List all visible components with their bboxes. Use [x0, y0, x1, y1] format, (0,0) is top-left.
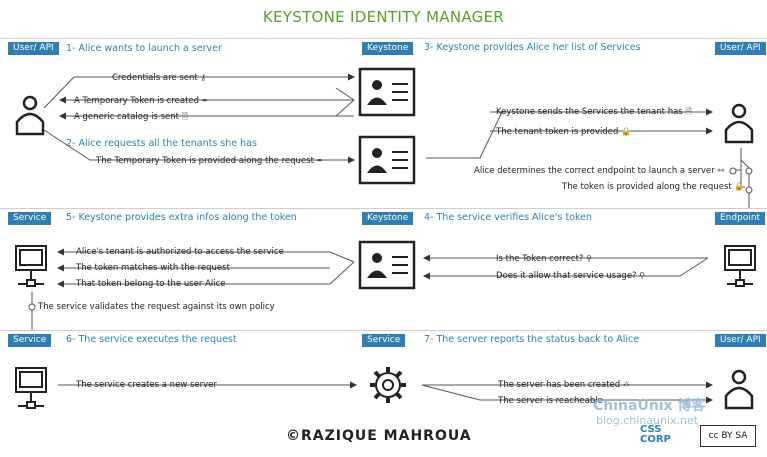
divider-top: [0, 38, 767, 39]
message-server-created: The server has been created ☼: [498, 380, 631, 390]
tag-user-api-2: User/ API: [715, 42, 766, 55]
copyright: ©RAZIQUE MAHROUA: [286, 428, 472, 444]
message-temp-token-created: A Temporary Token is created ✒: [74, 96, 209, 106]
search-icon: ⚲: [586, 254, 593, 263]
message-tenant-token: The tenant token is provided 🔒: [496, 127, 632, 137]
message-token-correct: Is the Token correct? ⚲: [496, 254, 593, 264]
keystone-card-icon: [358, 135, 416, 185]
lock-icon: 🔒: [734, 182, 745, 191]
tag-service-3: Service: [362, 334, 406, 347]
tag-service-2: Service: [8, 334, 52, 347]
lock-icon: 🔒: [621, 127, 632, 136]
message-service-usage: Does it allow that service usage? ⚲: [496, 271, 646, 281]
tag-endpoint: Endpoint: [715, 212, 766, 225]
message-credentials-sent: Credentials are sent ⚷: [112, 73, 207, 83]
tag-service-1: Service: [8, 212, 52, 225]
computer-icon: [724, 245, 756, 287]
sun-icon: ☼: [622, 380, 631, 389]
keystone-card-icon: [358, 67, 416, 117]
user-icon: [724, 103, 754, 144]
message-token-matches: The token matches with the request: [76, 263, 230, 273]
message-endpoint: Alice determines the correct endpoint to…: [474, 166, 725, 176]
step-6: 6- The service executes the request: [66, 334, 237, 345]
divider-mid-2: [0, 330, 767, 331]
gear-icon: [370, 367, 406, 403]
message-token-belongs: That token belong to the user Alice: [76, 279, 226, 289]
computer-icon: [15, 367, 47, 409]
computer-icon: [15, 245, 47, 287]
message-tenant-authorized: Alice's tenant is authorized to access t…: [76, 247, 284, 257]
message-creates-server: The service creates a new server: [76, 380, 217, 390]
user-icon: [15, 95, 45, 136]
creative-commons-logo: cc BY SA: [700, 425, 756, 447]
tag-user-api-3: User/ API: [715, 334, 766, 347]
step-7: 7- The server reports the status back to…: [424, 334, 640, 345]
message-temp-token-provided: The Temporary Token is provided along th…: [96, 156, 324, 166]
pen-icon: ✒: [316, 156, 324, 165]
message-server-reachable: The server is reacheable: [498, 396, 603, 406]
step-3: 3- Keystone provides Alice her list of S…: [424, 42, 641, 53]
search-icon: ⚲: [639, 271, 646, 280]
user-icon: [724, 369, 754, 410]
key-icon: ⚷: [200, 73, 207, 82]
document-icon: 🗎: [181, 112, 189, 121]
css-corp-logo: CSS CORP: [640, 424, 671, 445]
link-icon: ⚯: [717, 166, 725, 175]
document-icon: 🗎: [685, 107, 692, 116]
watermark-url: blog.chinaunix.net: [596, 414, 699, 427]
divider-mid-1: [0, 208, 767, 209]
keystone-card-icon: [358, 240, 416, 290]
message-catalog-sent: A generic catalog is sent 🗎: [74, 112, 189, 122]
step-1: 1- Alice wants to launch a server: [66, 43, 222, 54]
message-services-sent: Keystone sends the Services the tenant h…: [496, 107, 692, 117]
step-4: 4- The service verifies Alice's token: [424, 212, 593, 223]
pen-icon: ✒: [201, 96, 209, 105]
watermark: ChinaUnix 博客: [593, 398, 706, 414]
message-validates-policy: The service validates the request agains…: [38, 302, 275, 312]
tag-user-api-1: User/ API: [8, 42, 59, 55]
diagram-title: KEYSTONE IDENTITY MANAGER: [262, 8, 505, 26]
tag-keystone-2: Keystone: [362, 212, 414, 225]
message-token-provided: The token is provided along the request …: [562, 182, 745, 192]
step-2: 2- Alice requests all the tenants she ha…: [66, 138, 257, 149]
tag-keystone-1: Keystone: [362, 42, 414, 55]
step-5: 5- Keystone provides extra infos along t…: [66, 212, 297, 223]
